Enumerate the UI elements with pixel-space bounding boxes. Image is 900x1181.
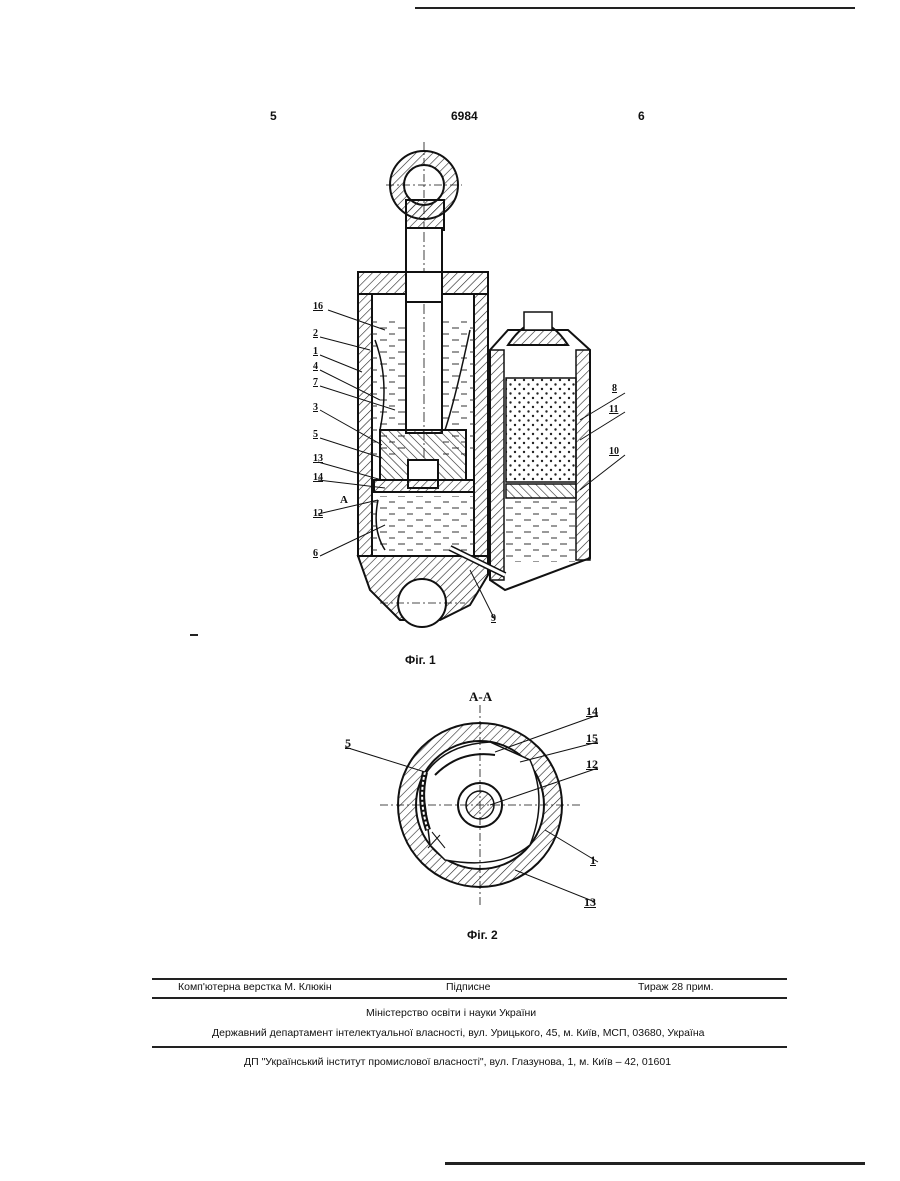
fig1-label-1: 1	[313, 346, 318, 357]
footer-rule-mid	[152, 997, 787, 999]
fig1-label-10: 10	[609, 446, 619, 457]
fig1-label-13: 13	[313, 453, 323, 464]
fig2-label-14: 14	[586, 704, 598, 719]
fig1-label-14: 14	[313, 472, 323, 483]
footer-rule-bottom	[152, 1046, 787, 1048]
fig2-label-1: 1	[590, 853, 596, 868]
fig1-label-8: 8	[612, 383, 617, 394]
fig1-label-5: 5	[313, 429, 318, 440]
footer-typesetter: Комп'ютерна верстка М. Клюкін	[178, 981, 332, 993]
figure-1-labels: 16 2 1 4 7 3 5 13 14 12 6 8 11 10 9 A	[0, 0, 900, 680]
fig1-label-9: 9	[491, 613, 496, 624]
fig2-label-13: 13	[584, 895, 596, 910]
footer-signed: Підписне	[446, 981, 490, 993]
figure-1-caption: Фіг. 1	[405, 653, 436, 667]
footer-institute: ДП "Український інститут промислової вла…	[244, 1056, 671, 1068]
fig1-label-11: 11	[609, 404, 618, 415]
fig2-label-5: 5	[345, 736, 351, 751]
fig1-label-3: 3	[313, 402, 318, 413]
fig1-label-12: 12	[313, 508, 323, 519]
fig1-label-16: 16	[313, 301, 323, 312]
figure-2-caption: Фіг. 2	[467, 928, 498, 942]
footer-department: Державний департамент інтелектуальної вл…	[212, 1027, 704, 1039]
figure-2-drawing	[0, 680, 900, 940]
section-marker-a: A	[340, 494, 348, 506]
fig1-label-2: 2	[313, 328, 318, 339]
bottom-rule	[445, 1162, 865, 1165]
footer-rule-top	[152, 978, 787, 980]
fig1-label-4: 4	[313, 361, 318, 372]
footer-circulation: Тираж 28 прим.	[638, 981, 714, 993]
fig2-label-12: 12	[586, 757, 598, 772]
fig1-label-6: 6	[313, 548, 318, 559]
fig1-label-7: 7	[313, 377, 318, 388]
footer-ministry: Міністерство освіти і науки України	[366, 1007, 536, 1019]
fig2-label-15: 15	[586, 731, 598, 746]
